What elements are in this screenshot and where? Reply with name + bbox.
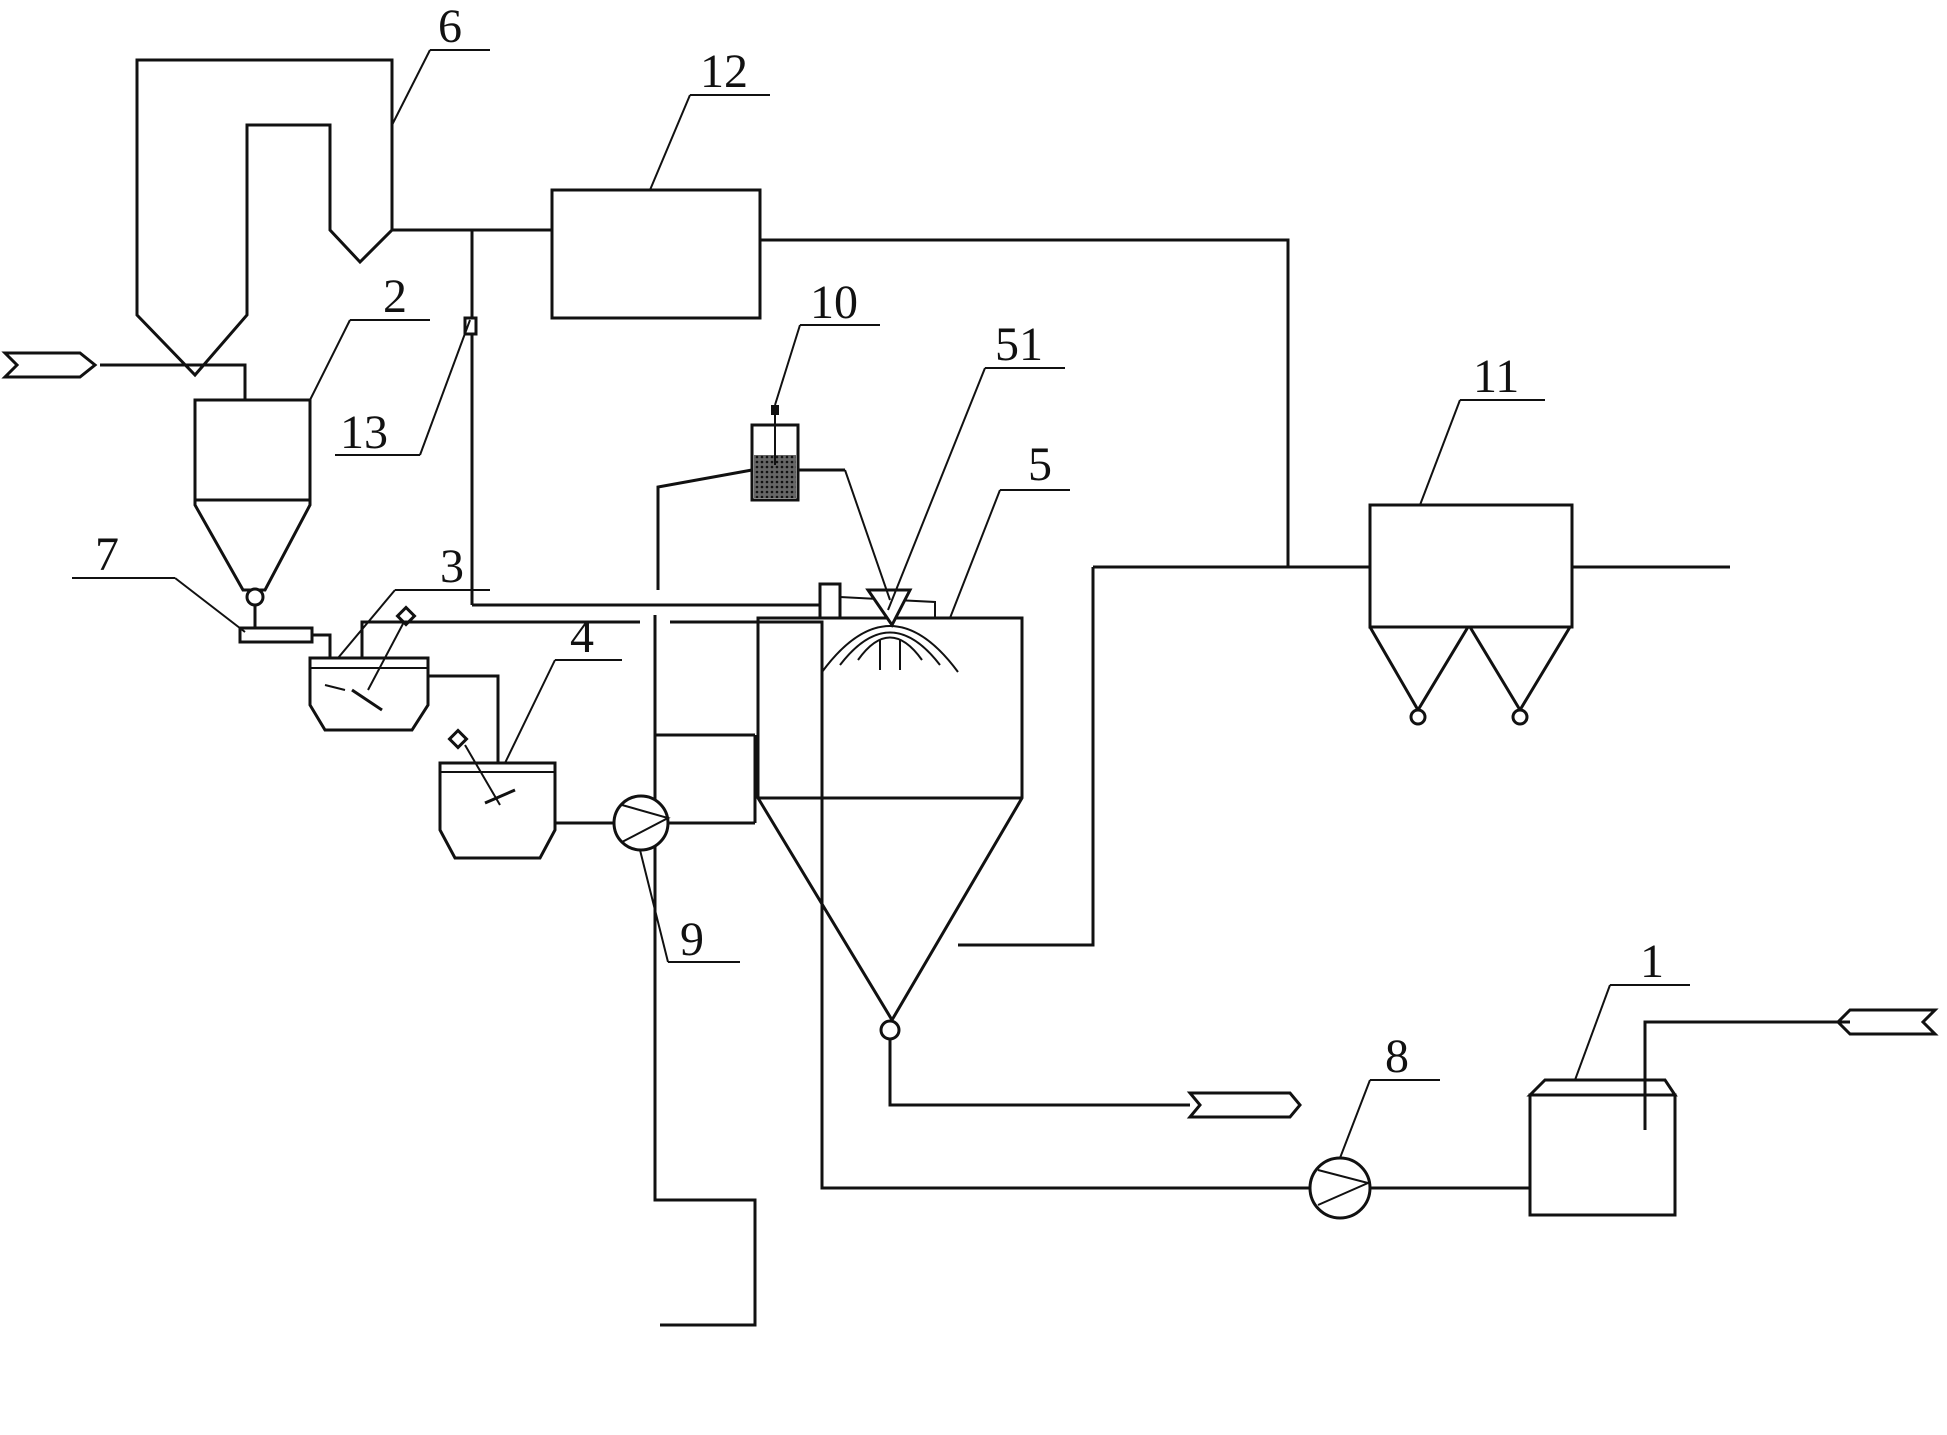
rotary-valve-icon (879, 1019, 901, 1041)
water-tank (1526, 1008, 1939, 1217)
label-8: 8 (1385, 1030, 1409, 1083)
powder-inlet-arrow-icon (1, 351, 98, 379)
discharge-valve-icon (1511, 708, 1529, 726)
screw-feeder (238, 605, 332, 658)
boiler (135, 58, 394, 378)
powder-silo (1, 351, 312, 607)
label-1: 1 (1640, 935, 1664, 988)
slurry-pump (612, 733, 757, 852)
water-inlet-arrow-icon (1835, 1008, 1939, 1036)
product-outlet-arrow-icon (1186, 1091, 1302, 1119)
label-10: 10 (810, 276, 858, 329)
flue-gas-duct (392, 228, 833, 607)
label-12: 12 (700, 45, 748, 98)
spray-drying-tower (756, 582, 1302, 1119)
dust-collector (1368, 503, 1730, 726)
label-9: 9 (680, 913, 704, 966)
label-6: 6 (438, 0, 462, 53)
label-11: 11 (1473, 350, 1519, 403)
label-5: 5 (1028, 438, 1052, 491)
discharge-valve-icon (1409, 708, 1427, 726)
additive-tank (656, 405, 891, 601)
label-7: 7 (95, 528, 119, 581)
label-2: 2 (383, 270, 407, 323)
air-preheater-box (550, 188, 762, 320)
label-51: 51 (995, 318, 1043, 371)
label-4: 4 (570, 610, 594, 663)
label-13: 13 (340, 406, 388, 459)
rotary-valve-icon (245, 587, 265, 607)
slurry-feed-line (653, 615, 757, 1327)
flow-damper (463, 316, 478, 336)
mixing-tank-3 (308, 605, 500, 763)
mixing-tank-4 (438, 728, 613, 860)
duct-12-to-11 (760, 238, 1370, 947)
gas-inlet (818, 582, 842, 620)
label-3: 3 (440, 540, 464, 593)
label-leaders (72, 49, 1690, 1159)
water-pump (1308, 1156, 1530, 1220)
water-line (360, 620, 640, 658)
water-line (670, 620, 1310, 1190)
